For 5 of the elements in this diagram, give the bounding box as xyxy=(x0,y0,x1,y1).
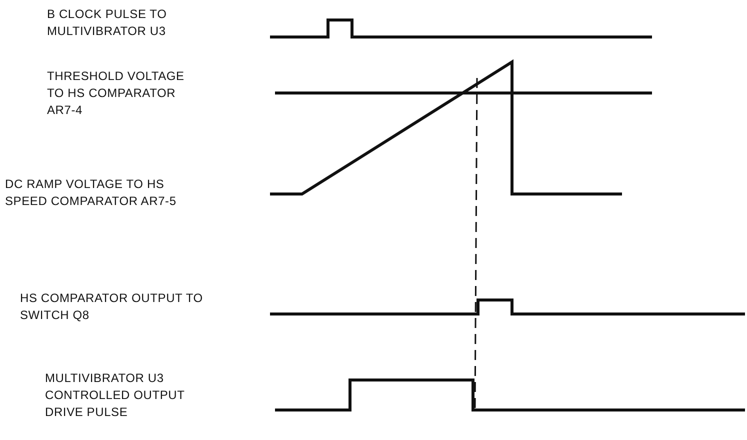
signal-label: HS COMPARATOR OUTPUT TO SWITCH Q8 xyxy=(20,290,204,324)
signal-label: MULTIVIBRATOR U3 CONTROLLED OUTPUT DRIVE PULSE xyxy=(45,370,186,421)
signal-label: B CLOCK PULSE TO MULTIVIBRATOR U3 xyxy=(47,6,168,40)
signal-label: THRESHOLD VOLTAGE TO HS COMPARATOR AR7-4 xyxy=(47,68,186,119)
signal-label: DC RAMP VOLTAGE TO HS SPEED COMPARATOR AR7-5 xyxy=(5,176,178,210)
